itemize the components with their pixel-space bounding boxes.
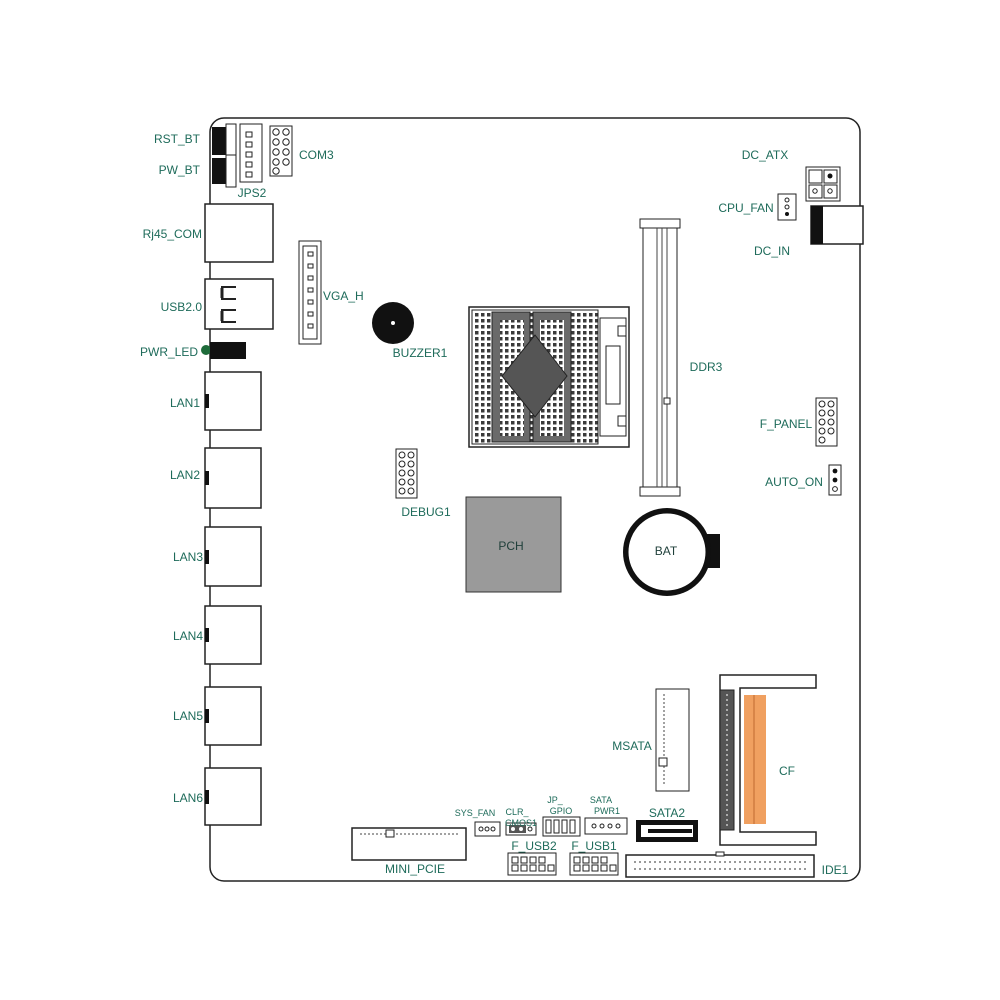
debug1-label: DEBUG1 [401,505,451,519]
f-panel-label: F_PANEL [760,417,813,431]
vga-h-label: VGA_H [323,289,364,303]
dc-in-jack [810,205,864,245]
lan2-port [204,447,262,509]
pch-label: PCH [498,539,523,553]
rj45-com-label: Rj45_COM [143,227,202,241]
lan5-port [204,686,262,746]
lan4-label: LAN4 [173,629,203,643]
cpu-fan-header [777,193,797,221]
msata-slot [655,688,690,792]
lan6-port [204,767,262,826]
sata2-label: SATA2 [649,806,686,820]
sys-fan-header [474,821,501,837]
bat-label: BAT [655,544,678,558]
auto-on-label: AUTO_ON [765,475,823,489]
lan4-port [204,605,262,665]
ddr3-label: DDR3 [690,360,723,374]
msata-label: MSATA [612,739,652,753]
vga-h-header [298,240,322,345]
jps2-connector [239,123,263,183]
cpu-fan-label: CPU_FAN [718,201,773,215]
lan5-label: LAN5 [173,709,203,723]
power-led [201,342,246,359]
dc-atx-label: DC_ATX [742,148,788,162]
lan1-label: LAN1 [170,396,200,410]
rst-bt-label: RST_BT [154,132,201,146]
auto-on-jumper [828,464,842,496]
ddr3-slot [639,218,681,497]
power-button [212,154,237,188]
f-usb1-label: F_USB1 [571,839,617,853]
buzzer1-label: BUZZER1 [393,346,448,360]
cpu-socket [468,306,630,448]
cf-slot [719,674,817,846]
lan1-port [204,371,262,431]
sata-pwr1-connector [584,817,628,835]
rj45-com-port [204,203,274,263]
f-usb2-header [507,852,557,876]
com3-label: COM3 [299,148,334,162]
clr-cmos-label-2: CMOS1 [505,818,537,828]
ide1-connector [625,851,815,878]
battery [623,508,720,596]
usb20-label: USB2.0 [161,300,203,314]
sata2-connector [636,820,698,842]
sata-pwr1-label-2: PWR1 [594,806,620,816]
lan6-label: LAN6 [173,791,203,805]
dc-in-label: DC_IN [754,244,790,258]
buzzer [372,302,414,344]
jp-gpio-label-1: JP_ [547,795,564,805]
pw-bt-label: PW_BT [159,163,201,177]
clr-cmos-jumper [505,822,537,836]
usb20-port [204,278,274,330]
f-usb2-label: F_USB2 [511,839,557,853]
f-panel-header [815,397,838,447]
pwr-led-label: PWR_LED [140,345,198,359]
rst-button [212,123,237,159]
mini-pcie-slot [351,827,467,861]
dc-atx-connector [805,166,841,202]
jp-gpio-header [542,816,581,837]
lan3-label: LAN3 [173,550,203,564]
mini-pcie-label: MINI_PCIE [385,862,445,876]
f-usb1-header [569,852,619,876]
sata-pwr1-label-1: SATA [590,795,612,805]
sys-fan-label: SYS_FAN [455,808,496,818]
jp-gpio-label-2: GPIO [550,806,573,816]
ide1-label: IDE1 [822,863,849,877]
lan3-port [204,526,262,587]
com3-header [269,125,293,177]
jps2-label: JPS2 [238,186,267,200]
debug1-header [395,448,418,499]
lan2-label: LAN2 [170,468,200,482]
pch-chip [465,496,562,593]
cf-label: CF [779,764,795,778]
clr-cmos-label-1: CLR_ [505,807,529,817]
